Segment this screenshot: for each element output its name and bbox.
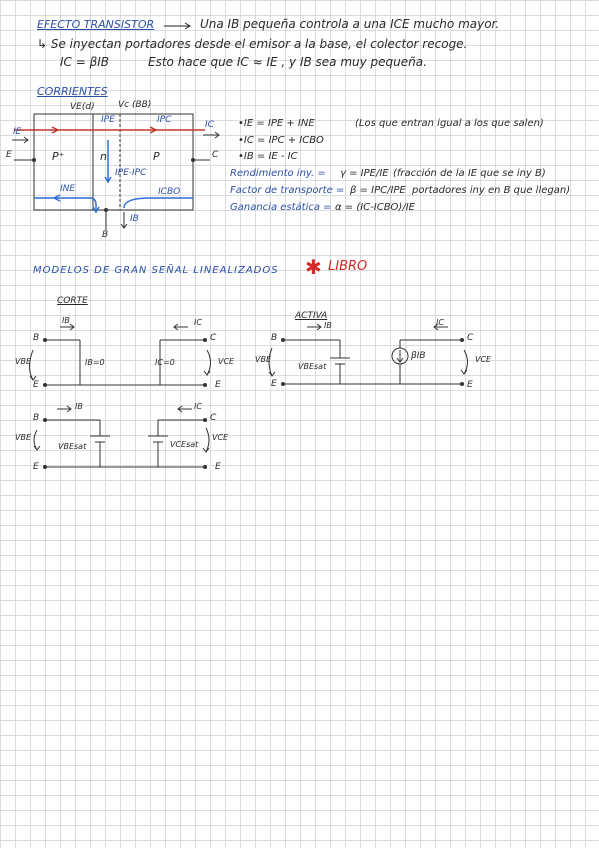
- corte2-b-label: B: [33, 413, 40, 423]
- e-terminal-label: E: [6, 150, 12, 160]
- activa-vbe-label: VBE: [255, 355, 272, 364]
- activa-vbesat-label: VBEsat: [298, 362, 327, 371]
- corrientes-title: CORRIENTES: [37, 85, 108, 98]
- activa-title: ACTIVA: [295, 311, 328, 321]
- activa-beta-ib-label: βIB: [411, 351, 426, 361]
- ganancia-formula: α = (IC-ICBO)/IE: [335, 202, 415, 213]
- activa-ib-label: IB: [324, 321, 332, 330]
- rendimiento-note: (fracción de la IE que se iny B): [393, 168, 546, 179]
- corte-ib0-label: IB=0: [85, 358, 105, 367]
- activa-e-left-label: E: [271, 379, 277, 389]
- ipe-ipc-label: IPE-IPC: [115, 168, 147, 178]
- header-line1-text: Una IB pequeña controla a una ICE mucho …: [200, 17, 500, 31]
- ie-label: IE: [13, 127, 22, 137]
- rendimiento-formula: γ = IPE/IE: [340, 168, 389, 179]
- activa-vce-label: VCE: [475, 355, 492, 364]
- corte-b-label: B: [33, 333, 40, 343]
- ic-label: IC: [205, 120, 214, 130]
- activa-ic-label: IC: [436, 318, 444, 327]
- icbo-label: ICBO: [158, 187, 181, 197]
- header-title: EFECTO TRANSISTOR: [37, 18, 155, 31]
- corte2-ic-label: IC: [194, 402, 202, 411]
- corte-e-left-label: E: [33, 380, 39, 390]
- corte2-vbe-label: VBE: [15, 433, 32, 442]
- factor-note: portadores iny en B que llegan): [412, 185, 571, 196]
- libro-label: LIBRO: [328, 259, 368, 274]
- corte2-vcesat-label: VCEsat: [170, 440, 199, 449]
- rendimiento-label: Rendimiento iny. =: [230, 168, 326, 179]
- b-terminal-label: B: [102, 230, 109, 240]
- p-plus-label: P⁺: [52, 150, 65, 163]
- vc-label: Vc (BB): [118, 100, 152, 110]
- eq-ie: •IE = IPE + INE: [238, 118, 315, 129]
- veb-label: VE(d): [70, 102, 95, 112]
- corte-c-label: C: [210, 333, 217, 343]
- modelos-title: MODELOS DE GRAN SEÑAL LINEALIZADOS: [33, 265, 279, 276]
- ib-label: IB: [130, 214, 139, 224]
- eq-ic: •IC = IPC + ICBO: [238, 135, 324, 146]
- n-label: n: [100, 150, 107, 163]
- corte-title: CORTE: [57, 296, 88, 306]
- corte2-c-label: C: [210, 413, 217, 423]
- c-terminal-label: C: [212, 150, 219, 160]
- asterisk-icon: ✱: [305, 255, 322, 279]
- activa-c-label: C: [467, 333, 474, 343]
- header-line3: Esto hace que IC ≈ IE , y IB sea muy peq…: [148, 55, 427, 69]
- corte-e-right-label: E: [215, 380, 221, 390]
- activa-b-label: B: [271, 333, 278, 343]
- corte-vce-label: VCE: [218, 357, 235, 366]
- ganancia-label: Ganancia estática =: [230, 202, 332, 213]
- ipe-label: IPE: [101, 115, 115, 125]
- corte-ib-label: IB: [62, 316, 70, 325]
- factor-formula: β = IPC/IPE: [350, 185, 406, 196]
- header-formula: IC = βIB: [60, 55, 110, 69]
- factor-label: Factor de transporte =: [230, 185, 345, 196]
- corte2-e-right-label: E: [215, 462, 221, 472]
- ine-label: INE: [60, 184, 76, 194]
- corte2-vce-label: VCE: [212, 433, 229, 442]
- corte-ic-label: IC: [194, 318, 202, 327]
- header-line2: ↳ Se inyectan portadores desde el emisor…: [37, 37, 468, 51]
- corte-vbe-label: VBE: [15, 357, 32, 366]
- activa-e-right-label: E: [467, 380, 473, 390]
- corte2-ib-label: IB: [75, 402, 83, 411]
- eq-ie-note: (Los que entran igual a los que salen): [355, 118, 544, 129]
- corte2-vbesat-label: VBEsat: [58, 442, 87, 451]
- corte-ic0-label: IC=0: [155, 358, 175, 367]
- corte2-e-left-label: E: [33, 462, 39, 472]
- eq-ib: •IB = IE - IC: [238, 151, 298, 162]
- p-label: P: [153, 150, 160, 163]
- ipc-label: IPC: [157, 115, 172, 125]
